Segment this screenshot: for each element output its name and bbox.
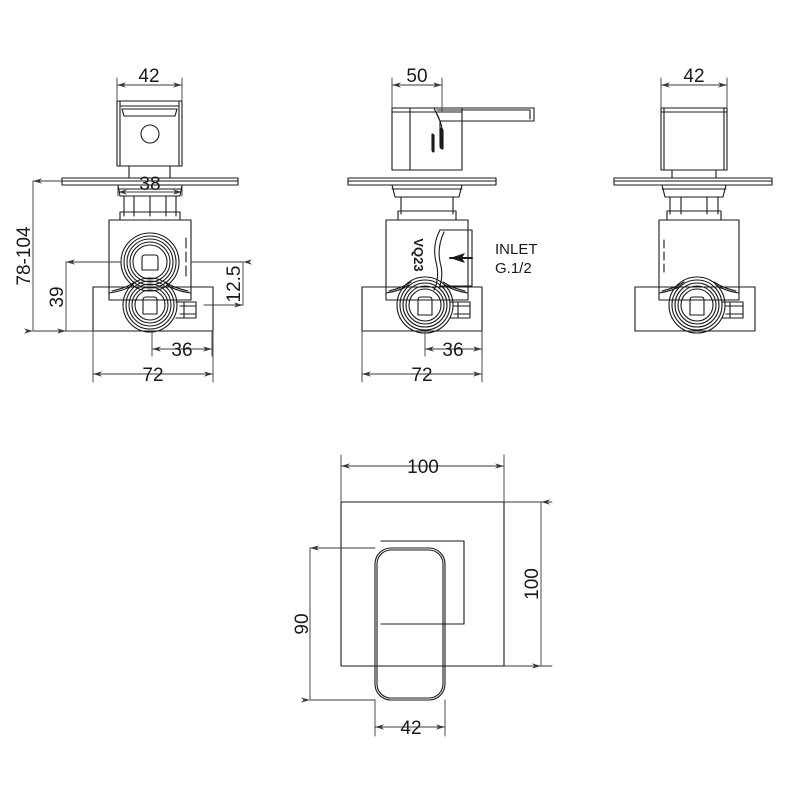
view-front-elevation xyxy=(61,100,239,333)
dim-36-front: 36 xyxy=(171,340,192,361)
view-rear-elevation xyxy=(613,107,773,334)
dim-72-front: 72 xyxy=(142,365,163,386)
dim-38-front: 38 xyxy=(139,174,160,195)
dimensions-side-view xyxy=(361,77,483,383)
dim-12-5-front: 12.5 xyxy=(224,266,245,303)
dimensions-front-view xyxy=(24,77,252,383)
dim-42-faceplate: 42 xyxy=(400,718,421,739)
dim-42-rear: 42 xyxy=(683,66,704,87)
inlet-thread-label: G.1/2 xyxy=(495,260,532,277)
model-code-label: VQ23 xyxy=(411,238,426,271)
dim-72-side: 72 xyxy=(411,365,432,386)
dim-42-front: 42 xyxy=(138,66,159,87)
dim-78-104-front: 78-104 xyxy=(14,226,35,286)
dimensions-faceplate-view xyxy=(301,454,553,737)
dimensions-rear-view xyxy=(660,77,728,109)
inlet-label: INLET xyxy=(495,241,538,258)
view-faceplate-plan xyxy=(340,501,505,701)
dim-90-height: 90 xyxy=(292,613,313,634)
dim-100-height: 100 xyxy=(522,568,543,600)
view-side-elevation xyxy=(347,107,535,334)
dim-50-side: 50 xyxy=(406,66,427,87)
dim-36-side: 36 xyxy=(442,340,463,361)
dim-100-width: 100 xyxy=(407,457,439,478)
dim-39-front: 39 xyxy=(47,286,68,307)
